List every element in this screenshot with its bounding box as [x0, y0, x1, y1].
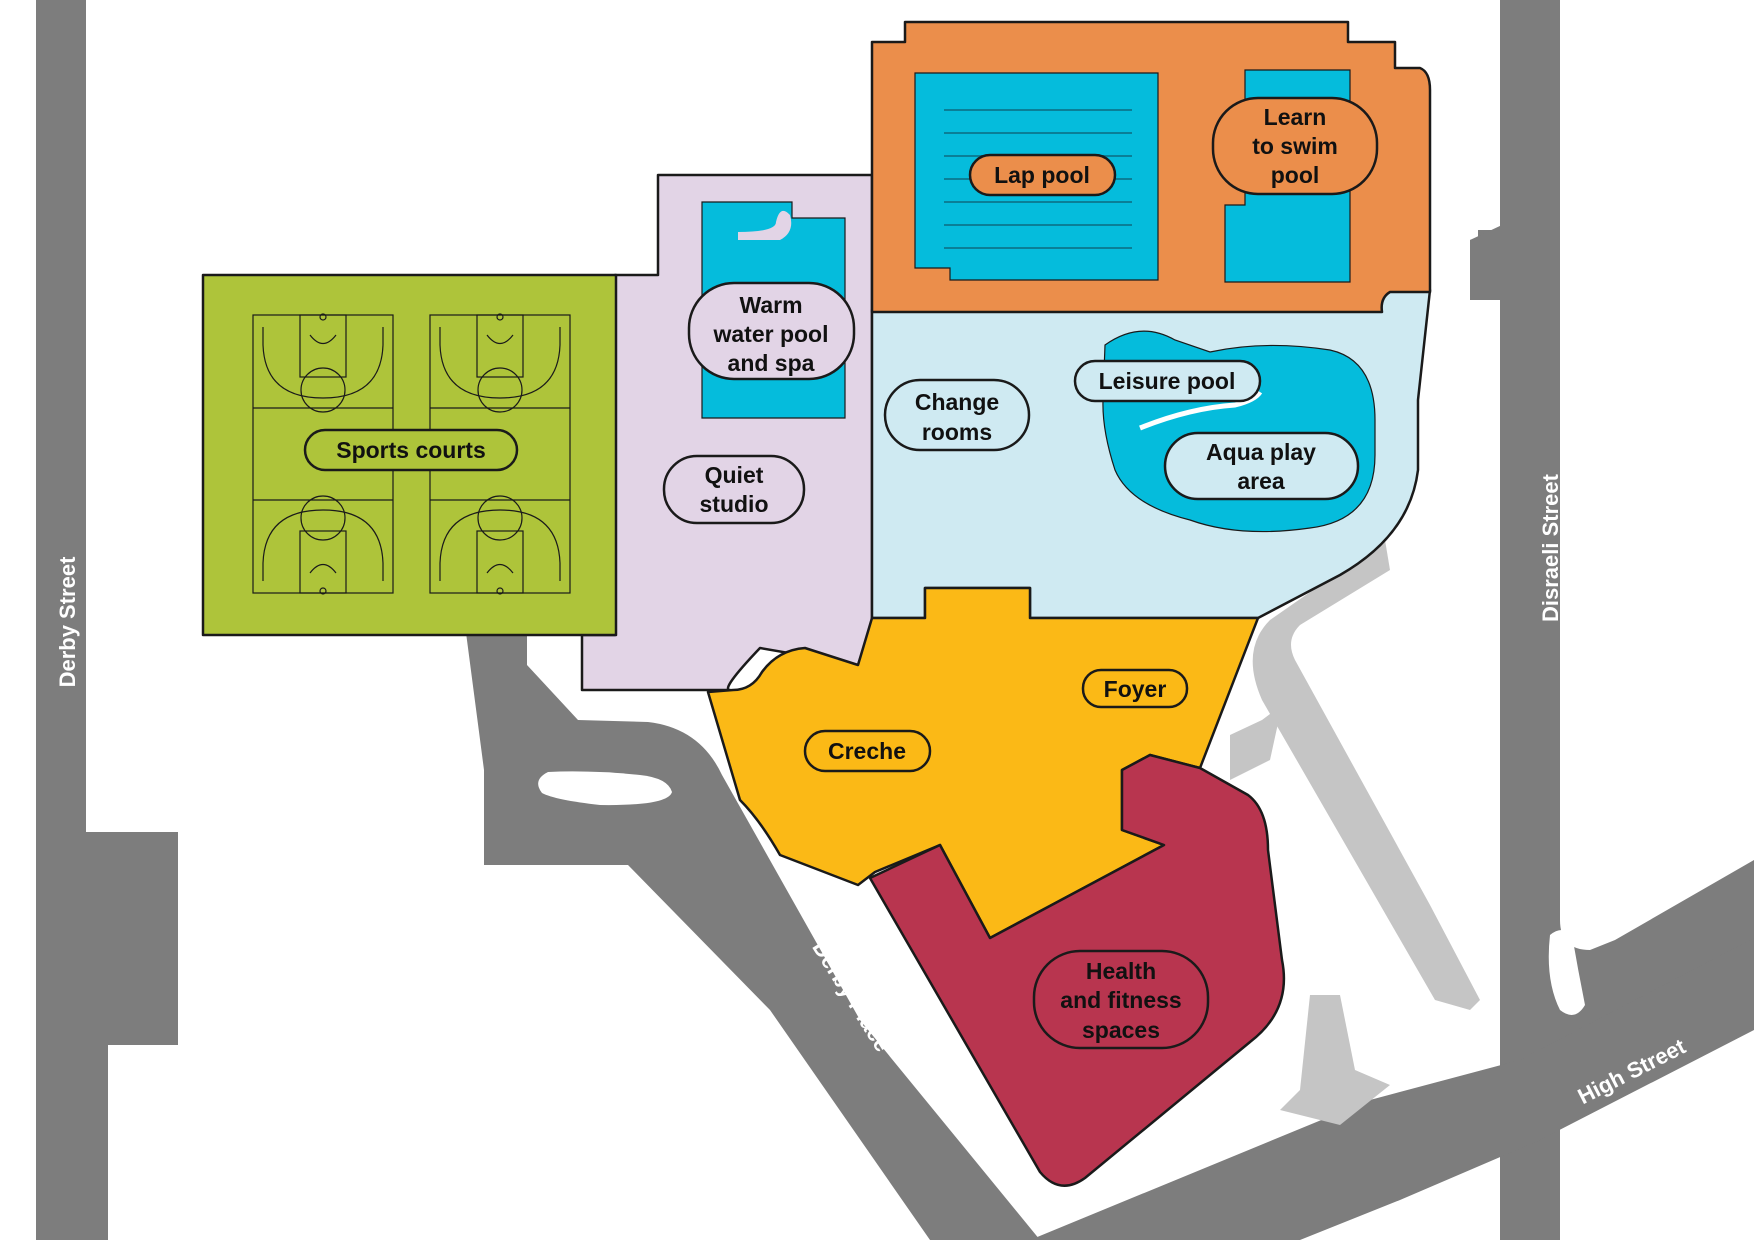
label-foyer: Foyer: [1104, 676, 1167, 702]
label-change-rooms-2: rooms: [922, 419, 992, 445]
paths: [1230, 540, 1480, 1125]
key-box: [476, 530, 524, 594]
street-label-derby-street: Derby Street: [55, 556, 80, 688]
label-pill-learn-to-swim: [1211, 96, 1379, 196]
label-learn-to-swim-3: pool: [1271, 162, 1320, 188]
roads: [36, 0, 1754, 1240]
traffic-island: [538, 771, 672, 806]
label-pill-change-rooms: [883, 378, 1031, 452]
label-pill-creche: [803, 729, 932, 773]
hoop-arc: [309, 563, 337, 574]
label-change-rooms-1: Change: [915, 389, 999, 415]
road-disraeli-spur: [1470, 225, 1502, 300]
label-aqua-play-1: Aqua play: [1206, 439, 1316, 465]
median-island: [1548, 930, 1585, 1015]
label-leisure-pool: Leisure pool: [1099, 368, 1236, 394]
path-branch: [1230, 705, 1282, 780]
label-learn-to-swim-2: to swim: [1252, 133, 1338, 159]
label-sports-courts: Sports courts: [336, 437, 486, 463]
road-derby-street: [36, 0, 178, 1240]
key-arc: [262, 327, 384, 399]
label-pill-lap-pool: [968, 153, 1117, 197]
label-pill-aqua-play: [1163, 431, 1360, 501]
path-south: [1280, 995, 1390, 1125]
hoop: [319, 587, 327, 595]
label-learn-to-swim-1: Learn: [1264, 104, 1327, 130]
label-pill-quiet-studio: [662, 454, 806, 525]
label-health-fitness-2: and fitness: [1060, 987, 1181, 1013]
path-east: [1252, 540, 1480, 1010]
label-pill-sports-courts: [303, 428, 519, 472]
label-health-fitness-3: spaces: [1082, 1017, 1160, 1043]
label-lap-pool: Lap pool: [994, 162, 1090, 188]
label-pill-warm-water-pool: [687, 281, 856, 381]
label-quiet-studio-1: Quiet: [705, 462, 764, 488]
leisure-pool-ramp: [1139, 390, 1263, 431]
street-label-disraeli-street: Disraeli Street: [1538, 473, 1563, 622]
label-warm-water-pool-2: water pool: [712, 321, 828, 347]
key-box: [476, 314, 524, 378]
key-arc: [262, 509, 384, 581]
hoop-arc: [309, 334, 337, 345]
court-circle: [300, 367, 346, 413]
court-circle: [477, 495, 523, 541]
spa-step: [738, 210, 792, 240]
key-box: [299, 314, 347, 378]
court-circle: [300, 495, 346, 541]
court-circle: [477, 367, 523, 413]
key-arc: [439, 327, 561, 399]
key-arc: [439, 509, 561, 581]
label-pill-leisure-pool: [1073, 359, 1262, 403]
road-high-street: [1030, 938, 1754, 1240]
hoop: [496, 587, 504, 595]
key-box: [299, 530, 347, 594]
hoop-arc: [486, 334, 514, 345]
label-warm-water-pool-1: Warm: [739, 292, 802, 318]
label-warm-water-pool-3: and spa: [728, 350, 815, 376]
hoop: [319, 313, 327, 321]
label-health-fitness-1: Health: [1086, 958, 1156, 984]
label-pill-health-fitness: [1032, 949, 1210, 1050]
label-creche: Creche: [828, 738, 906, 764]
hoop-arc: [486, 563, 514, 574]
label-pill-foyer: [1081, 668, 1189, 709]
hoop: [496, 313, 504, 321]
label-aqua-play-2: area: [1237, 468, 1285, 494]
road-disraeli-upper: [1500, 0, 1560, 1240]
label-quiet-studio-2: studio: [700, 491, 769, 517]
